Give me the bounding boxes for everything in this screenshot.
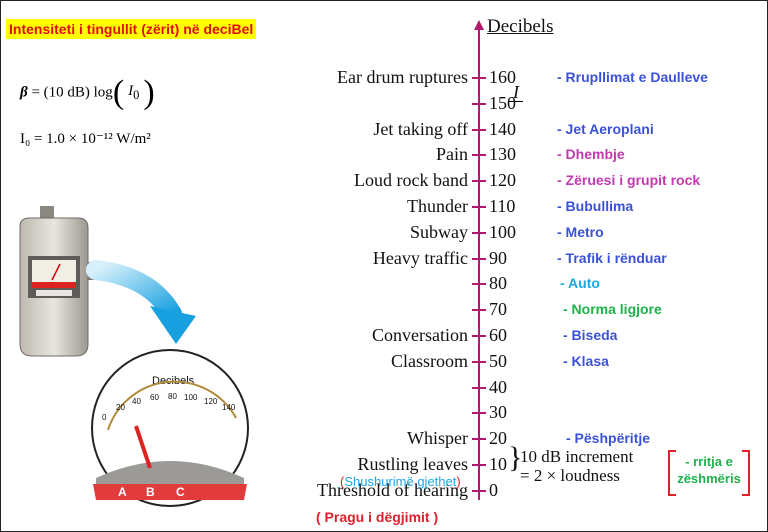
db-value: 80 xyxy=(489,273,507,294)
db-value: 130 xyxy=(489,144,516,165)
sound-source-label: Jet taking off xyxy=(373,118,468,139)
bracket-mark xyxy=(668,450,676,452)
db-value: 10 xyxy=(489,454,507,474)
axis-tick xyxy=(472,102,486,105)
growth-label: - rritja e zëshmëris xyxy=(677,454,741,486)
albanian-translation: - Biseda xyxy=(563,327,618,343)
axis-tick xyxy=(472,128,486,131)
albanian-translation: - Zëruesi i grupit rock xyxy=(557,172,701,189)
bracket-right xyxy=(748,450,750,496)
axis-tick xyxy=(472,335,486,337)
bracket-mark xyxy=(742,494,750,496)
albanian-translation: - Dhembje xyxy=(557,146,625,163)
reference-intensity: I₀ = 1.0 × 10⁻¹² W/m² xyxy=(20,131,151,147)
sound-source-label: Pain xyxy=(435,144,468,165)
axis-tick xyxy=(472,257,486,260)
db-value: 60 xyxy=(489,325,507,345)
rustling-translation: (Shushurimë gjethet) xyxy=(340,474,461,489)
albanian-translation: - Norma ligjore xyxy=(563,301,662,318)
bracket-mark xyxy=(668,494,676,496)
db-value: 0 xyxy=(489,479,498,500)
threshold-translation: ( Pragu i dëgjimit ) xyxy=(316,509,439,525)
db-value: 40 xyxy=(489,376,507,397)
bracket-mark xyxy=(742,450,750,452)
axis-tick xyxy=(472,412,486,415)
sound-source-label: Thunder xyxy=(407,196,468,216)
decibel-axis xyxy=(478,28,480,500)
db-value: 160 xyxy=(489,67,516,87)
db-value: 140 xyxy=(489,118,516,139)
sound-source-label: Conversation xyxy=(372,325,468,345)
bracket-left xyxy=(668,450,670,496)
albanian-translation: - Auto xyxy=(560,275,600,292)
albanian-translation: - Rrupllimat e Daulleve xyxy=(557,69,708,85)
svg-text:B: B xyxy=(146,485,155,499)
svg-text:80: 80 xyxy=(168,392,177,401)
db-value: 100 xyxy=(489,221,516,242)
albanian-translation: - Klasa xyxy=(563,352,609,369)
db-value: 50 xyxy=(489,350,507,371)
axis-tick xyxy=(472,360,486,363)
db-value: 20 xyxy=(489,428,507,449)
axis-arrow-icon xyxy=(474,20,484,30)
sound-source-label: Ear drum ruptures xyxy=(337,67,468,87)
svg-text:40: 40 xyxy=(132,397,141,406)
albanian-translation: - Metro xyxy=(557,223,604,240)
scale-title: Decibels xyxy=(487,16,554,37)
sound-source-label: Subway xyxy=(410,221,468,242)
page-title: Intensiteti i tingullit (zërit) në deciB… xyxy=(6,19,257,39)
axis-tick xyxy=(472,438,486,441)
db-value: 120 xyxy=(489,170,516,191)
axis-tick xyxy=(472,154,486,157)
sound-source-label: Heavy traffic xyxy=(372,247,468,268)
svg-text:100: 100 xyxy=(184,393,198,402)
axis-tick xyxy=(472,386,486,389)
axis-tick xyxy=(472,309,486,312)
increment-note: 10 dB increment = 2 × loudness xyxy=(520,447,634,485)
db-value: 90 xyxy=(489,247,507,268)
db-value: 150 xyxy=(489,92,516,113)
axis-tick xyxy=(472,180,486,183)
axis-tick xyxy=(472,77,486,79)
sound-source-label: Whisper xyxy=(407,428,468,449)
svg-text:A: A xyxy=(118,485,127,499)
svg-text:0: 0 xyxy=(102,413,107,422)
svg-text:20: 20 xyxy=(116,403,125,412)
svg-text:140: 140 xyxy=(222,403,236,412)
sound-source-label: Rustling leaves xyxy=(357,454,469,474)
db-value: 110 xyxy=(489,196,516,216)
sound-source-label: Classroom xyxy=(390,350,468,371)
albanian-translation: - Trafik i rënduar xyxy=(557,249,667,266)
db-value: 30 xyxy=(489,402,507,423)
svg-text:120: 120 xyxy=(204,397,218,406)
axis-tick xyxy=(472,464,486,466)
sound-source-label: Threshold of hearing xyxy=(317,479,468,500)
svg-text:C: C xyxy=(176,485,185,499)
albanian-translation: - Bubullima xyxy=(557,198,634,214)
db-value: 70 xyxy=(489,299,507,320)
albanian-translation: - Jet Aeroplani xyxy=(557,120,654,137)
axis-tick xyxy=(472,489,486,492)
sound-source-label: Loud rock band xyxy=(354,170,468,191)
axis-tick xyxy=(472,206,486,208)
axis-tick xyxy=(472,231,486,234)
albanian-translation: - Pëshpëritje xyxy=(566,430,651,447)
axis-tick xyxy=(472,283,486,286)
svg-text:60: 60 xyxy=(150,393,159,402)
brace-icon: } xyxy=(508,441,523,474)
